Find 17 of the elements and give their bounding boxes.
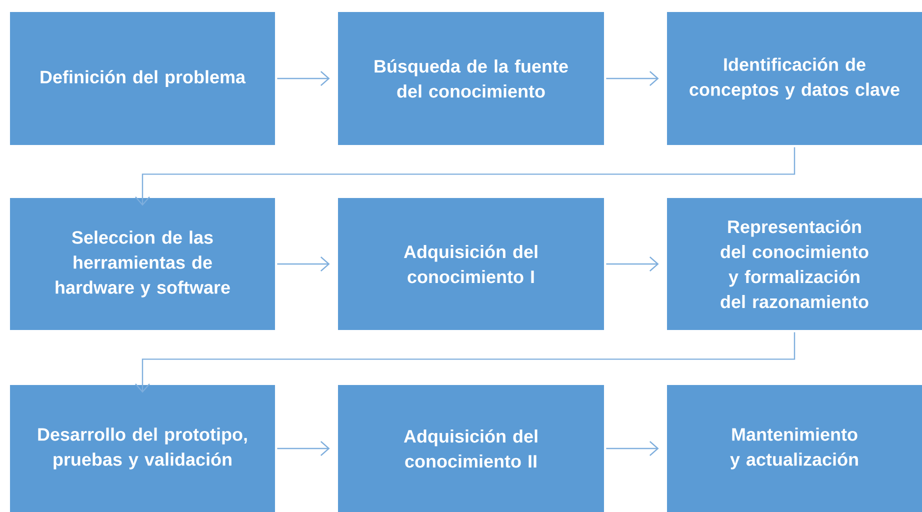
process-box: Adquisición del conocimiento II	[338, 385, 604, 512]
process-box: Identificación de conceptos y datos clave	[667, 12, 922, 145]
process-box: Representación del conocimiento y formalización del razonamiento	[667, 198, 922, 330]
arrow	[135, 147, 796, 206]
arrow	[606, 441, 659, 456]
process-box: Seleccion de las herramientas de hardware y software	[10, 198, 275, 330]
process-box: Desarrollo del prototipo, pruebas y validación	[10, 385, 275, 512]
arrow	[606, 256, 659, 272]
arrow	[277, 71, 330, 86]
arrow	[135, 332, 796, 393]
process-box: Mantenimiento y actualización	[667, 385, 922, 512]
process-box: Adquisición del conocimiento I	[338, 198, 604, 330]
arrow	[277, 441, 330, 456]
arrow	[277, 256, 330, 272]
process-box: Búsqueda de la fuente del conocimiento	[338, 12, 604, 145]
process-box: Definición del problema	[10, 12, 275, 145]
arrow	[606, 71, 659, 86]
